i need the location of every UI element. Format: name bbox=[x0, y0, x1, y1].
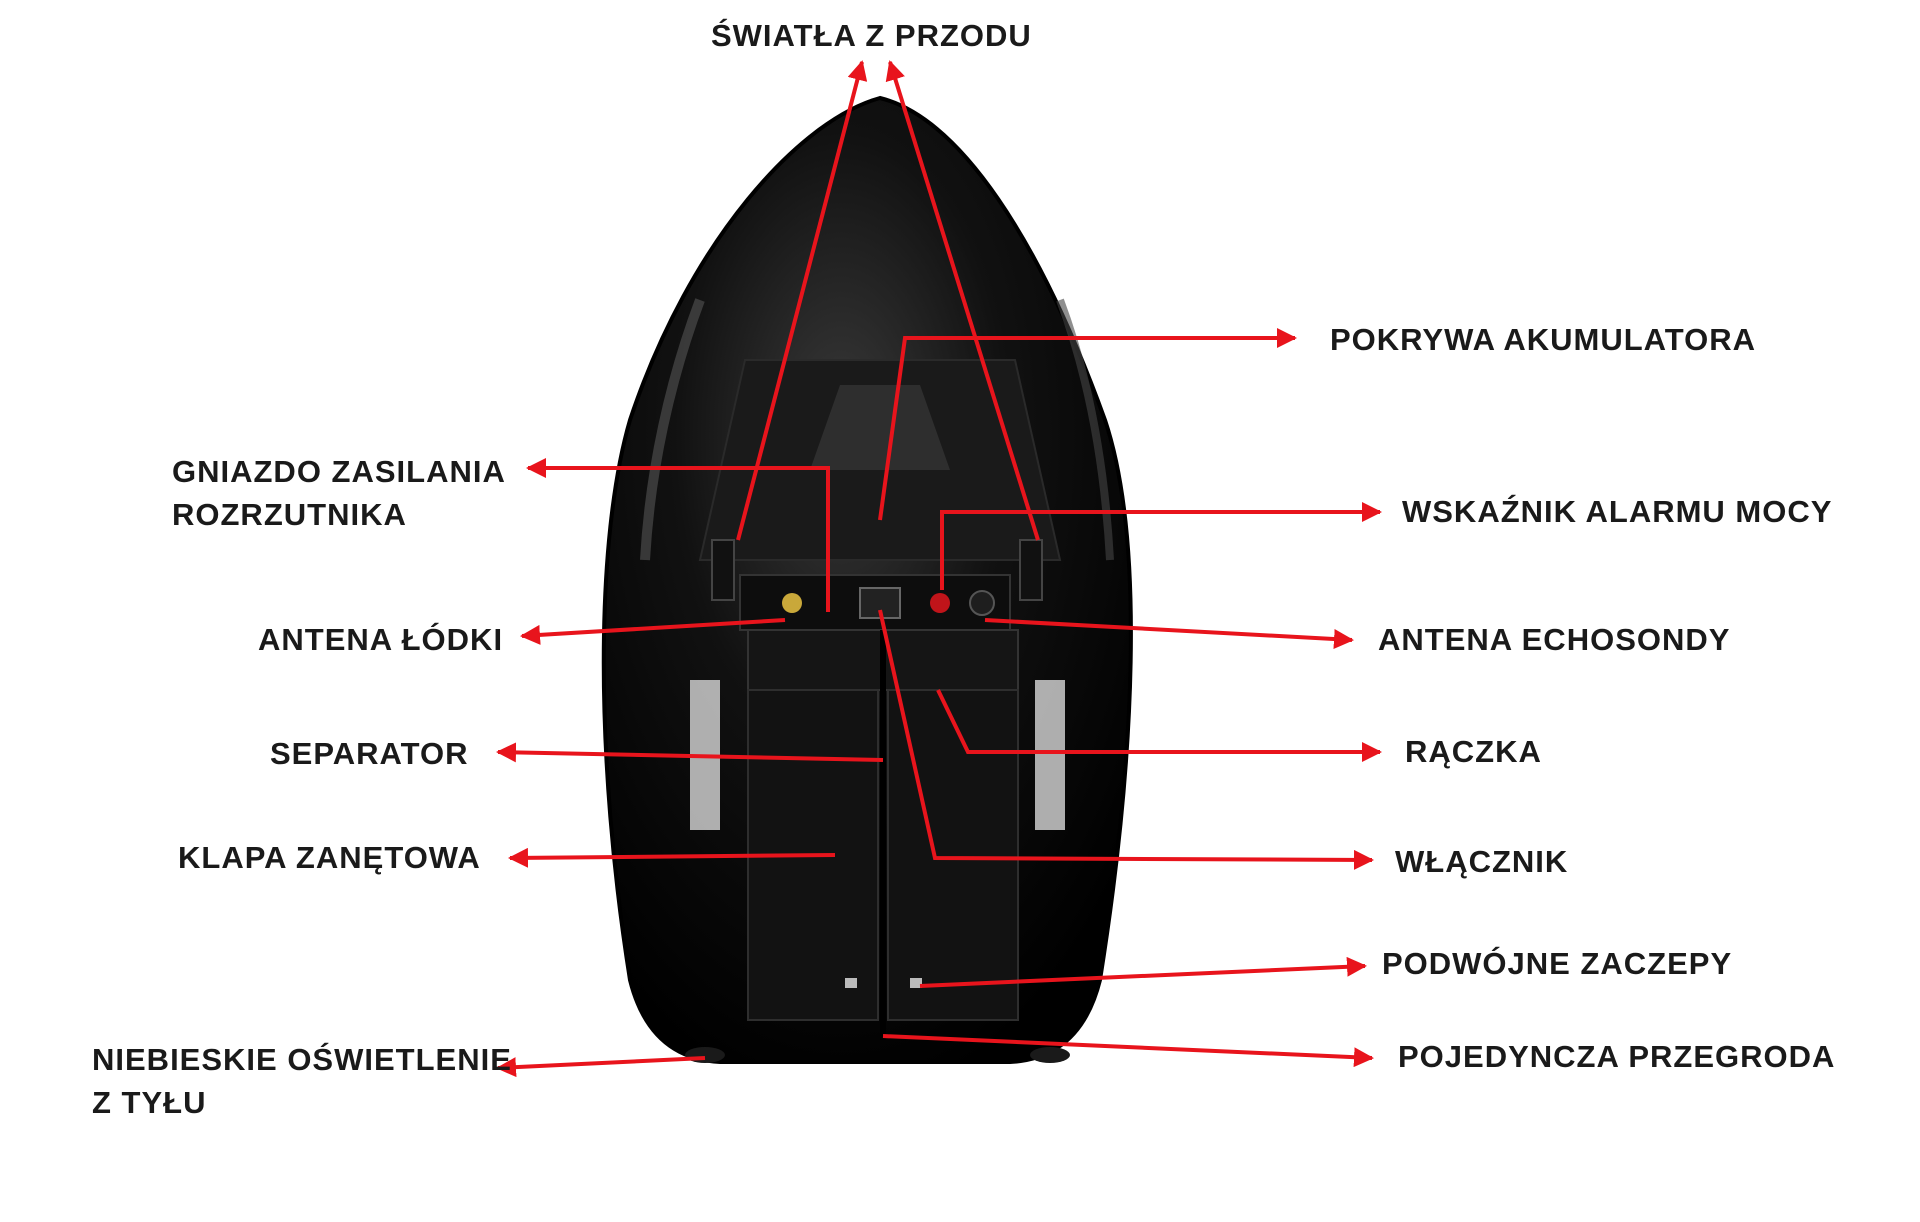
label-power-switch: WŁĄCZNIK bbox=[1395, 844, 1569, 879]
arrow-power-switch bbox=[878, 609, 1374, 870]
arrow-sonar-antenna bbox=[984, 618, 1354, 650]
arrow-separator bbox=[496, 742, 884, 763]
arrow-front-lights-right bbox=[885, 60, 1040, 541]
arrow-rear-blue-light bbox=[496, 1056, 706, 1078]
arrow-bait-power-socket bbox=[526, 458, 830, 612]
arrow-battery-cover bbox=[878, 328, 1297, 521]
arrow-boat-antenna bbox=[520, 618, 786, 645]
label-battery-cover: POKRYWA AKUMULATORA bbox=[1330, 322, 1756, 357]
label-boat-antenna: ANTENA ŁÓDKI bbox=[258, 622, 504, 657]
arrow-bait-hatch bbox=[508, 847, 836, 868]
annotation-arrows bbox=[496, 60, 1382, 1078]
label-bait-power-socket-line2: ROZRZUTNIKA bbox=[172, 497, 407, 532]
arrow-front-lights-left bbox=[736, 60, 868, 541]
label-single-partition: POJEDYNCZA PRZEGRODA bbox=[1398, 1039, 1836, 1074]
label-bait-power-socket-line1: GNIAZDO ZASILANIA bbox=[172, 454, 506, 489]
label-separator: SEPARATOR bbox=[270, 736, 469, 771]
arrow-single-partition bbox=[882, 1034, 1374, 1068]
arrow-handle bbox=[936, 689, 1382, 762]
boat-hull bbox=[601, 95, 1133, 1064]
label-rear-blue-light-line1: NIEBIESKIE OŚWIETLENIE bbox=[92, 1042, 512, 1077]
label-sonar-antenna: ANTENA ECHOSONDY bbox=[1378, 622, 1731, 657]
label-handle: RĄCZKA bbox=[1405, 734, 1542, 769]
label-bait-hatch: KLAPA ZANĘTOWA bbox=[178, 840, 481, 875]
label-power-alarm-indicator: WSKAŹNIK ALARMU MOCY bbox=[1402, 494, 1833, 529]
arrow-double-hooks bbox=[919, 956, 1367, 988]
label-double-hooks: PODWÓJNE ZACZEPY bbox=[1382, 946, 1733, 981]
arrow-power-alarm bbox=[940, 502, 1382, 590]
label-rear-blue-light-line2: Z TYŁU bbox=[92, 1085, 207, 1120]
label-front-lights: ŚWIATŁA Z PRZODU bbox=[711, 18, 1032, 53]
